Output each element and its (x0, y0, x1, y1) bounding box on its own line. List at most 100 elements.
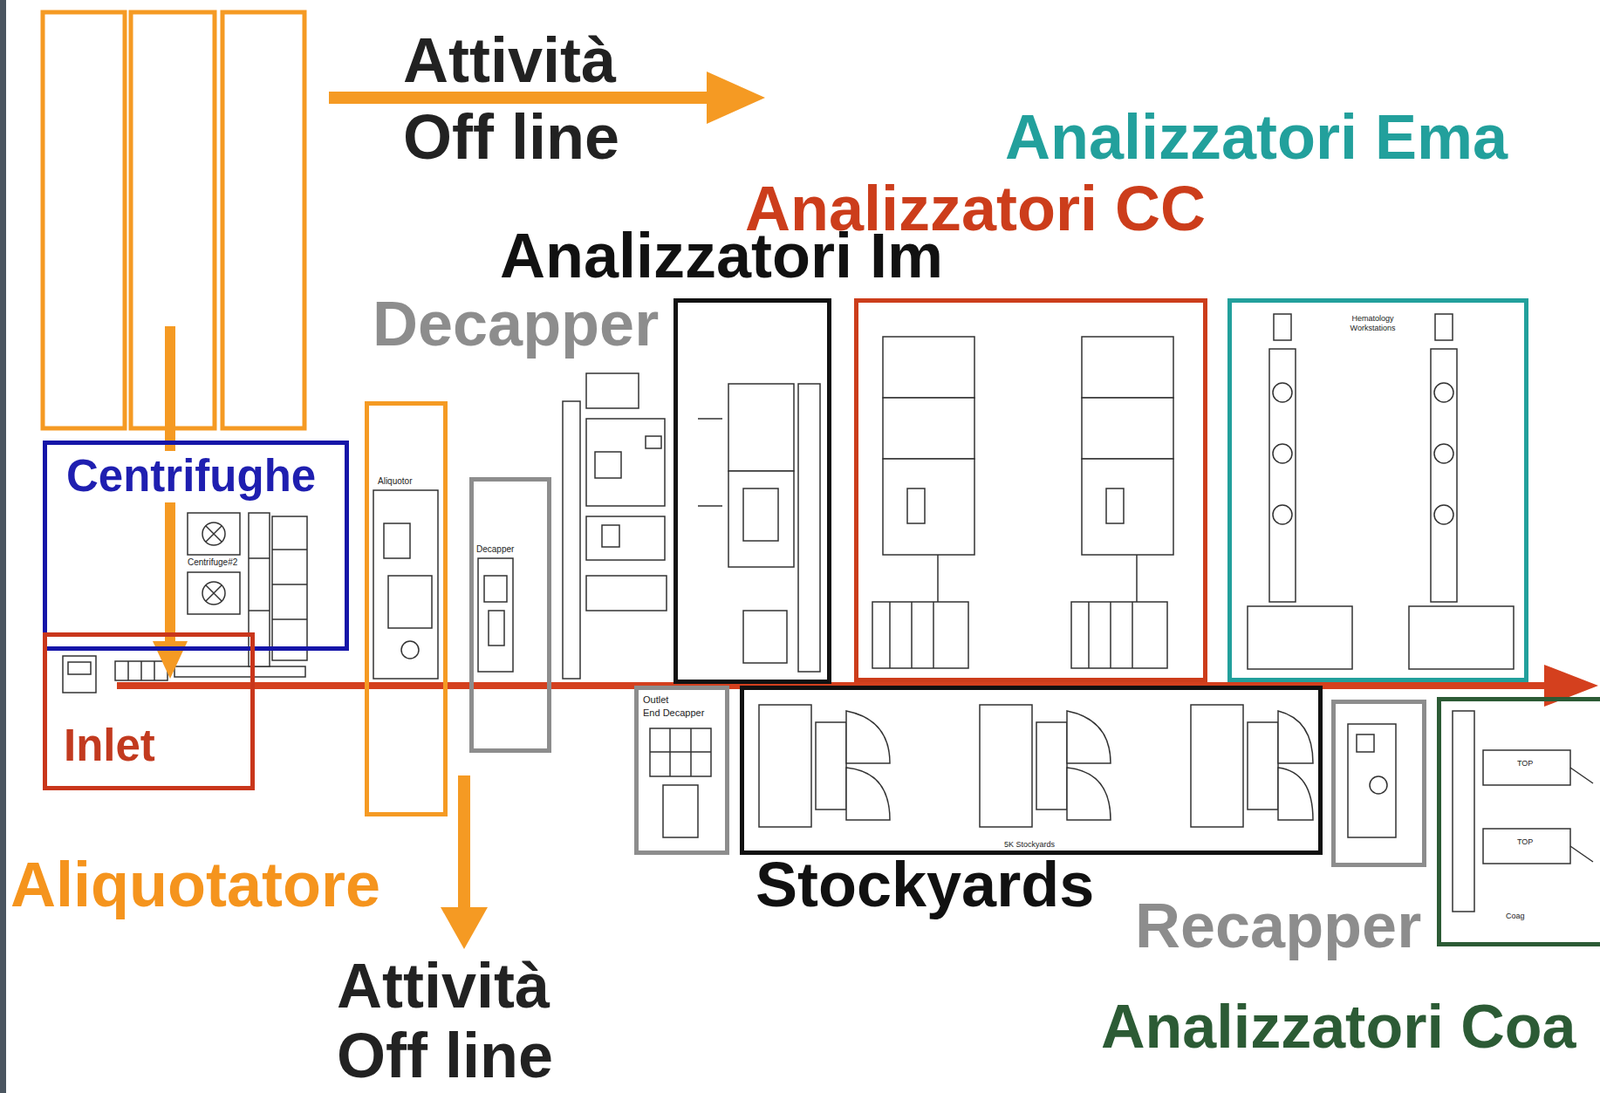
module-part (586, 418, 665, 506)
node-heading: Recapper (1135, 889, 1422, 963)
outlet-box: OutletEnd Decapper (634, 685, 730, 855)
centrifuge-cross (205, 526, 222, 542)
cc-sampler (1071, 601, 1168, 669)
inlet-rack-lines (128, 661, 155, 681)
part-name: TOP (1516, 758, 1534, 769)
stockyard-door (846, 711, 890, 821)
part-name: Centrifuge#2 (186, 557, 239, 568)
stockyard-part (1036, 722, 1067, 810)
node-text: End Decapper (642, 707, 705, 719)
ema-tube (1434, 382, 1454, 403)
offline-arrowhead (706, 71, 766, 124)
centrifuge-unit (187, 512, 240, 555)
aliquotor-part (383, 523, 411, 559)
ema-tube (1272, 444, 1293, 464)
hematology-box: Analizzatori Ema (1227, 298, 1529, 683)
immuno-box: Analizzatori Im (673, 298, 832, 684)
centrifuge-unit (187, 572, 240, 615)
stockyard-box: Stockyards (739, 685, 1323, 855)
node-heading: Analizzatori Coa (1100, 991, 1577, 1063)
im-column (798, 383, 821, 672)
aliquotor-part (401, 641, 419, 659)
pre-conveyor (174, 666, 306, 677)
node-text: Centrifughe (63, 451, 319, 503)
decapper-part (488, 610, 505, 646)
module-part (594, 451, 622, 479)
cc-analyzer (1081, 336, 1174, 398)
stockyard-unit (979, 704, 1033, 828)
recapper-unit (1347, 724, 1396, 838)
node-heading: Analizzatori Ema (1005, 101, 1508, 174)
aliquotor-unit (373, 490, 438, 679)
coag-analyzer (1483, 828, 1571, 864)
module-part (645, 436, 662, 449)
node-heading: Aliquotatore (10, 848, 381, 922)
stockyard-unit (758, 704, 812, 828)
centrifuge-rotor (202, 522, 226, 546)
offline-box (222, 12, 305, 429)
offline-arrowhead (440, 907, 488, 950)
node-heading: Analizzatori CC (745, 172, 1206, 246)
outlet-rack-lines (649, 728, 712, 777)
offline-arrow (458, 775, 471, 912)
module-part (586, 516, 665, 561)
cc-analyzer (1081, 458, 1174, 555)
part-name: Aliquotor (376, 476, 413, 487)
ema-part (1273, 314, 1292, 341)
ema-part (1435, 314, 1453, 341)
node-text: Outlet (642, 694, 670, 706)
cc-analyzer (882, 458, 975, 555)
cc-lines (889, 554, 938, 669)
column-lines (248, 549, 308, 620)
cc-part (907, 488, 925, 524)
node-heading: Decapper (372, 287, 659, 361)
stockyard-part (815, 722, 847, 810)
inlet-unit (68, 662, 91, 675)
node-text: Inlet (63, 720, 156, 773)
ema-sampler (1247, 606, 1353, 670)
im-part (743, 610, 787, 664)
cc-part (1106, 488, 1124, 524)
offline-box (42, 12, 125, 429)
centrifuge-cross (205, 585, 222, 602)
side-band (0, 0, 7, 1093)
decapper-box: Decapper (469, 477, 552, 753)
ema-sampler (1408, 606, 1514, 670)
ema-tube (1272, 382, 1293, 403)
recapper-part (1369, 776, 1388, 794)
offline-label: Attività Off line (336, 950, 568, 1091)
module-part (601, 525, 620, 548)
part-name: TOP (1516, 837, 1534, 848)
im-part (743, 488, 779, 541)
coag-conveyor (1452, 711, 1475, 912)
cc-sampler (872, 601, 969, 669)
part-name: Decapper (475, 544, 515, 555)
recapper-part (1356, 734, 1375, 753)
inlet-box: Inlet (42, 632, 255, 791)
stockyard-unit (1190, 704, 1244, 828)
outlet-part (663, 785, 698, 838)
stockyard-part (1247, 722, 1279, 810)
centrifuge-rotor (202, 581, 226, 605)
ema-tube (1272, 505, 1293, 525)
coag-analyzer (1483, 750, 1571, 786)
aliquotator-box: Aliquotatore (364, 401, 448, 817)
module-column (562, 401, 581, 679)
cc-analyzer (1081, 397, 1174, 459)
ema-tube (1434, 505, 1454, 525)
node-heading: Stockyards (755, 848, 1095, 922)
ema-column (1430, 348, 1457, 602)
module-part (586, 575, 667, 611)
outlet-rack (649, 728, 712, 777)
part-name: Hematology Workstations (1339, 314, 1407, 334)
stockyard-door (1278, 711, 1313, 821)
part-name: Coag (1504, 911, 1526, 922)
module-part (586, 373, 639, 409)
im-arrows (697, 418, 723, 506)
ema-tube (1434, 444, 1454, 464)
cc-analyzer (882, 336, 975, 398)
stockyard-door (1066, 711, 1111, 821)
decapper-part (484, 575, 507, 602)
cc-analyzer (882, 397, 975, 459)
